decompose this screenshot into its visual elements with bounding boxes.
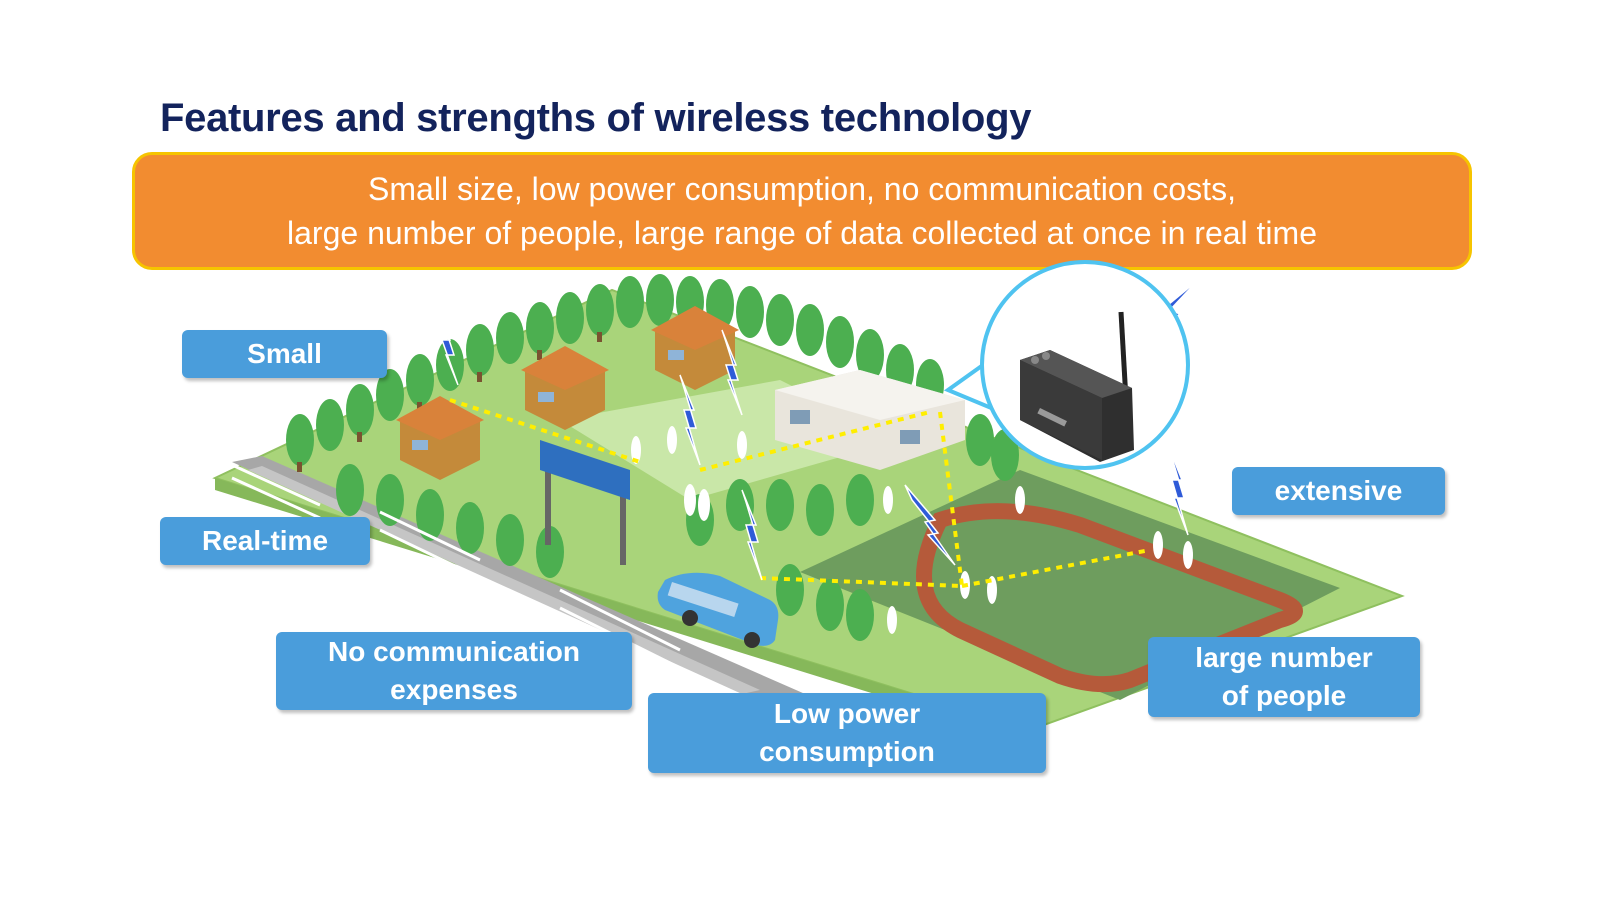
tree-trunks (297, 332, 602, 472)
feature-label-extensive: extensive (1232, 467, 1445, 515)
road-edge (248, 466, 760, 694)
school-building (775, 370, 965, 470)
page-title: Features and strengths of wireless techn… (160, 96, 1032, 140)
banner-line-1: Small size, low power consumption, no co… (368, 171, 1236, 207)
feature-label-small: Small (182, 330, 387, 378)
feature-label-no-communication-expenses: No communication expenses (276, 632, 632, 710)
device-callout (943, 260, 1190, 470)
feature-label-low-power-consumption: Low power consumption (648, 693, 1046, 773)
summary-banner: Small size, low power consumption, no co… (132, 152, 1472, 270)
house-2 (521, 346, 609, 430)
signal-lines (449, 398, 1151, 588)
fences (231, 463, 681, 670)
bus (657, 572, 779, 648)
feature-label-large-number-of-people: large number of people (1148, 637, 1420, 717)
entrance-gate (540, 440, 630, 565)
house-1 (396, 396, 484, 480)
trees (286, 274, 1019, 641)
people (631, 426, 1193, 634)
feature-label-realtime: Real-time (160, 517, 370, 565)
house-3 (651, 306, 739, 390)
banner-line-2: large number of people, large range of d… (287, 215, 1317, 251)
